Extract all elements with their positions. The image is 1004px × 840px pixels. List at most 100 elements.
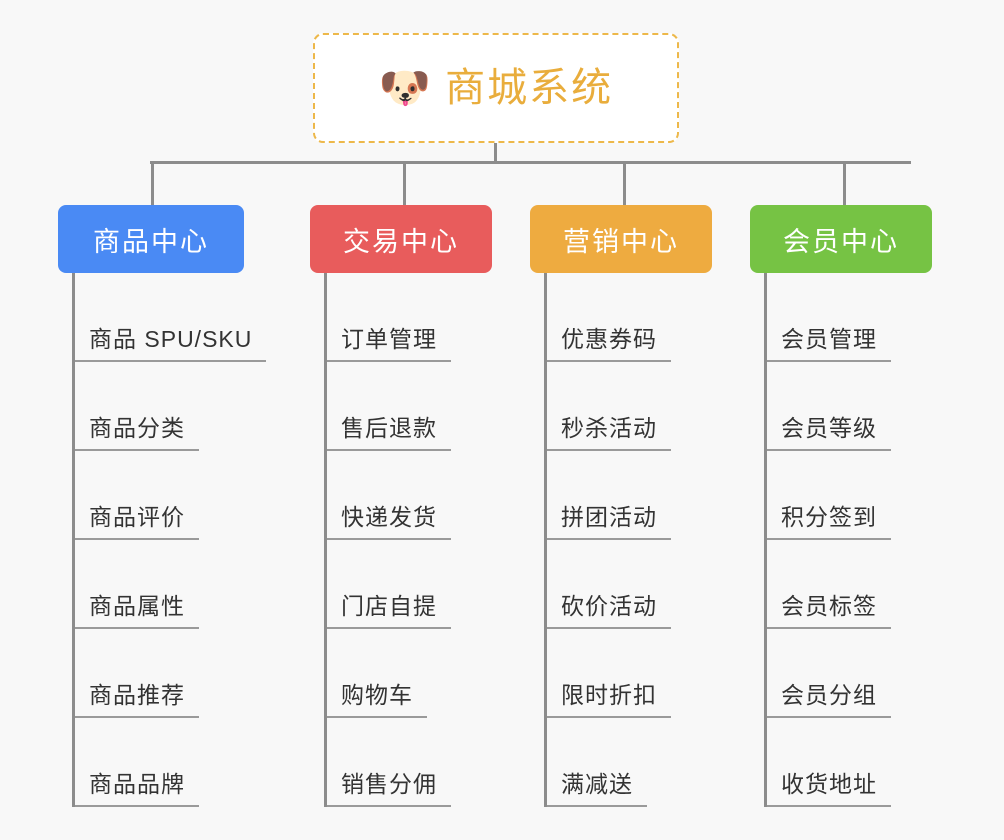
leaf-label: 商品属性 [89, 592, 185, 619]
branch-2: 交易中心订单管理售后退款快递发货门店自提购物车销售分佣 [310, 205, 492, 807]
leaf-underline: 商品属性 [75, 592, 199, 629]
leaf-item[interactable]: 拼团活动 [530, 451, 712, 540]
leaf-label: 秒杀活动 [561, 414, 657, 441]
leaf-label: 商品 SPU/SKU [89, 325, 253, 352]
leaf-underline: 砍价活动 [547, 592, 671, 629]
leaf-item[interactable]: 商品品牌 [58, 718, 244, 807]
leaf-item[interactable]: 快递发货 [310, 451, 492, 540]
leaf-label: 购物车 [341, 681, 413, 708]
connector-drop-4 [843, 161, 846, 205]
leaf-label: 售后退款 [341, 414, 437, 441]
leaf-label: 商品品牌 [89, 770, 185, 797]
leaf-underline: 售后退款 [327, 414, 451, 451]
leaf-label: 商品推荐 [89, 681, 185, 708]
leaf-item[interactable]: 售后退款 [310, 362, 492, 451]
leaf-label: 门店自提 [341, 592, 437, 619]
leaf-item[interactable]: 商品分类 [58, 362, 244, 451]
leaf-underline: 限时折扣 [547, 681, 671, 718]
leaf-underline: 快递发货 [327, 503, 451, 540]
leaf-label: 会员标签 [781, 592, 877, 619]
leaf-underline: 商品分类 [75, 414, 199, 451]
branch-header-3[interactable]: 营销中心 [530, 205, 712, 273]
branch-trunk-2 [324, 273, 327, 807]
connector-drop-2 [403, 161, 406, 205]
leaf-underline: 会员等级 [767, 414, 891, 451]
branch-1: 商品中心商品 SPU/SKU 商品分类商品评价商品属性商品推荐商品品牌 [58, 205, 267, 807]
leaf-item[interactable]: 商品属性 [58, 540, 244, 629]
connector-horizontal-bus [150, 161, 911, 164]
leaf-item[interactable]: 门店自提 [310, 540, 492, 629]
leaf-underline: 会员标签 [767, 592, 891, 629]
branch-header-4[interactable]: 会员中心 [750, 205, 932, 273]
leaf-item[interactable]: 订单管理 [310, 273, 492, 362]
leaf-label: 拼团活动 [561, 503, 657, 530]
leaf-item[interactable]: 购物车 [310, 629, 492, 718]
leaf-underline: 商品评价 [75, 503, 199, 540]
leaf-underline: 拼团活动 [547, 503, 671, 540]
branch-header-2[interactable]: 交易中心 [310, 205, 492, 273]
root-title: 商城系统 [445, 66, 614, 110]
leaf-underline: 购物车 [327, 681, 427, 718]
leaf-label: 满减送 [561, 770, 633, 797]
branch-trunk-4 [764, 273, 767, 807]
leaf-label: 优惠券码 [561, 325, 657, 352]
leaf-list: 订单管理售后退款快递发货门店自提购物车销售分佣 [310, 273, 492, 807]
leaf-underline: 商品推荐 [75, 681, 199, 718]
leaf-underline: 积分签到 [767, 503, 891, 540]
leaf-item[interactable]: 商品评价 [58, 451, 244, 540]
leaf-label: 收货地址 [781, 770, 877, 797]
leaf-item[interactable]: 秒杀活动 [530, 362, 712, 451]
leaf-label: 积分签到 [781, 503, 877, 530]
leaf-item[interactable]: 商品推荐 [58, 629, 244, 718]
leaf-underline: 商品品牌 [75, 770, 199, 807]
leaf-underline: 秒杀活动 [547, 414, 671, 451]
leaf-item[interactable]: 砍价活动 [530, 540, 712, 629]
leaf-item[interactable]: 会员等级 [750, 362, 932, 451]
leaf-underline: 订单管理 [327, 325, 451, 362]
leaf-item[interactable]: 收货地址 [750, 718, 932, 807]
branch-body-4: 会员管理会员等级积分签到会员标签会员分组收货地址 [750, 273, 932, 807]
leaf-label: 商品评价 [89, 503, 185, 530]
leaf-item[interactable]: 会员分组 [750, 629, 932, 718]
branch-header-1[interactable]: 商品中心 [58, 205, 244, 273]
connector-drop-3 [623, 161, 626, 205]
branch-4: 会员中心会员管理会员等级积分签到会员标签会员分组收货地址 [750, 205, 932, 807]
leaf-label: 会员管理 [781, 325, 877, 352]
branch-body-2: 订单管理售后退款快递发货门店自提购物车销售分佣 [310, 273, 492, 807]
leaf-item[interactable]: 会员管理 [750, 273, 932, 362]
branch-body-1: 商品 SPU/SKU 商品分类商品评价商品属性商品推荐商品品牌 [58, 273, 267, 807]
leaf-list: 优惠券码秒杀活动拼团活动砍价活动限时折扣满减送 [530, 273, 712, 807]
branch-header-label: 会员中心 [783, 226, 899, 257]
leaf-item[interactable]: 满减送 [530, 718, 712, 807]
branch-header-label: 商品中心 [93, 226, 209, 257]
branch-body-3: 优惠券码秒杀活动拼团活动砍价活动限时折扣满减送 [530, 273, 712, 807]
branch-trunk-1 [72, 273, 75, 807]
leaf-underline: 销售分佣 [327, 770, 451, 807]
shiba-dog-icon: 🐶 [378, 64, 432, 111]
leaf-underline: 收货地址 [767, 770, 891, 807]
leaf-label: 限时折扣 [561, 681, 657, 708]
leaf-label: 会员分组 [781, 681, 877, 708]
leaf-item[interactable]: 会员标签 [750, 540, 932, 629]
leaf-item[interactable]: 商品 SPU/SKU [58, 273, 267, 362]
branch-trunk-3 [544, 273, 547, 807]
leaf-list: 商品 SPU/SKU 商品分类商品评价商品属性商品推荐商品品牌 [58, 273, 267, 807]
leaf-label: 快递发货 [341, 503, 437, 530]
root-node[interactable]: 🐶 商城系统 [313, 33, 679, 143]
leaf-label: 砍价活动 [561, 592, 657, 619]
leaf-label: 销售分佣 [341, 770, 437, 797]
branch-3: 营销中心优惠券码秒杀活动拼团活动砍价活动限时折扣满减送 [530, 205, 712, 807]
branch-header-label: 营销中心 [563, 226, 679, 257]
leaf-label: 会员等级 [781, 414, 877, 441]
leaf-item[interactable]: 积分签到 [750, 451, 932, 540]
leaf-item[interactable]: 优惠券码 [530, 273, 712, 362]
leaf-label: 订单管理 [341, 325, 437, 352]
leaf-item[interactable]: 销售分佣 [310, 718, 492, 807]
leaf-label: 商品分类 [89, 414, 185, 441]
leaf-underline: 会员分组 [767, 681, 891, 718]
leaf-underline: 满减送 [547, 770, 647, 807]
leaf-underline: 会员管理 [767, 325, 891, 362]
branch-header-label: 交易中心 [343, 226, 459, 257]
leaf-list: 会员管理会员等级积分签到会员标签会员分组收货地址 [750, 273, 932, 807]
leaf-item[interactable]: 限时折扣 [530, 629, 712, 718]
